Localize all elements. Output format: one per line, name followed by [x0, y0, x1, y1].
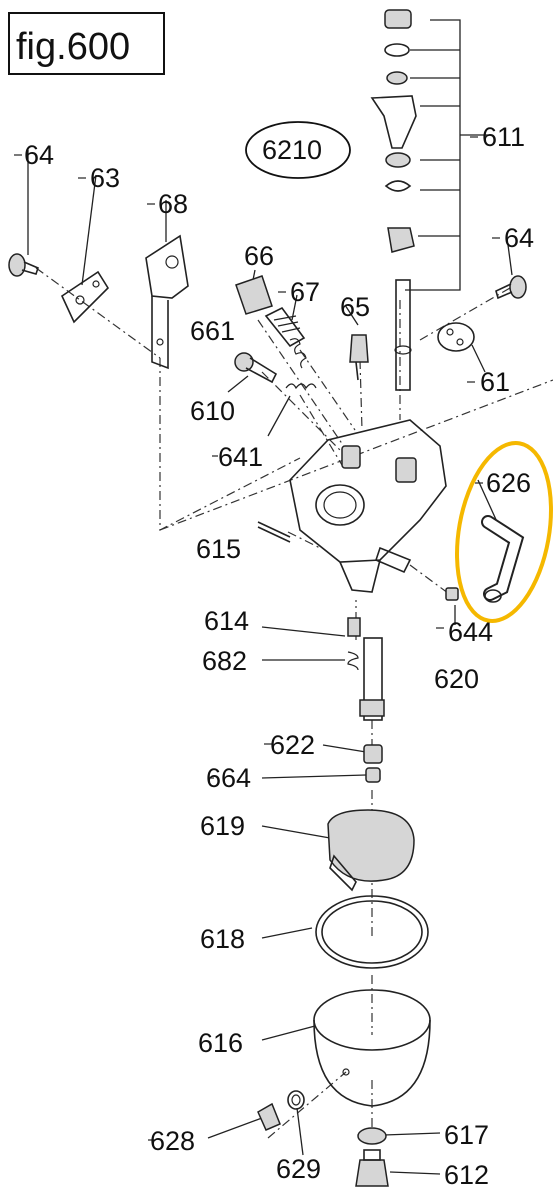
label-628: 628	[150, 1126, 195, 1156]
label-615: 615	[196, 534, 241, 564]
part-618-gasket	[315, 895, 429, 969]
part-641-spring	[285, 383, 317, 390]
part-629-washer	[287, 1090, 305, 1110]
part-661-cap	[235, 275, 273, 315]
label-618: 618	[200, 924, 245, 954]
part-610-screw	[234, 352, 278, 384]
part-617-washer	[357, 1127, 387, 1145]
part-615-pin	[257, 521, 291, 543]
label-644: 644	[448, 617, 493, 647]
label-612: 612	[444, 1160, 489, 1190]
label-64-left: 64	[24, 140, 54, 170]
part-67-spring	[289, 338, 307, 369]
part-66-screw	[264, 306, 306, 348]
assembly-lines	[35, 267, 553, 1139]
part-labels: 64 63 68 66 67 661 65 611 64 61 610 641 …	[24, 122, 534, 1190]
label-63: 63	[90, 163, 120, 193]
part-68-lever	[145, 234, 189, 370]
label-65: 65	[340, 292, 370, 322]
leader-lines	[27, 19, 513, 1175]
label-629: 629	[276, 1154, 321, 1184]
label-61: 61	[480, 367, 510, 397]
part-664-seal	[365, 767, 381, 783]
label-616: 616	[198, 1028, 243, 1058]
part-682-spring	[347, 651, 359, 671]
label-64-right: 64	[504, 223, 534, 253]
label-664: 664	[206, 763, 251, 793]
label-661: 661	[190, 316, 235, 346]
part-64-screw-right	[495, 275, 527, 300]
label-dashes	[14, 136, 500, 1141]
part-626-fuel-hose	[481, 515, 525, 603]
label-682: 682	[202, 646, 247, 676]
part-614-jet	[347, 617, 361, 637]
model-number: 6210	[262, 135, 322, 165]
figure-title: fig.600	[16, 26, 130, 68]
part-64-screw-left	[8, 253, 39, 277]
label-619: 619	[200, 811, 245, 841]
label-67: 67	[290, 277, 320, 307]
part-611-choke-shaft-stack	[370, 9, 417, 391]
part-63-plate	[60, 270, 110, 324]
part-620-carburetor-body	[289, 419, 447, 593]
label-611: 611	[482, 122, 525, 152]
label-622: 622	[270, 730, 315, 760]
highlight-ellipse	[455, 441, 553, 623]
part-65-needle	[349, 334, 369, 381]
label-641: 641	[218, 442, 263, 472]
part-644-fitting	[445, 587, 459, 601]
label-614: 614	[204, 606, 249, 636]
model-number-oval: 6210	[245, 121, 351, 179]
part-616-float-bowl	[313, 989, 431, 1107]
part-61-throttle-plate	[437, 322, 475, 352]
part-612-bowl-bolt	[355, 1149, 389, 1187]
label-68: 68	[158, 189, 188, 219]
label-610: 610	[190, 396, 235, 426]
label-620: 620	[434, 664, 479, 694]
part-622-jet	[363, 744, 383, 764]
part-628-drain-screw	[257, 1102, 281, 1131]
label-617: 617	[444, 1120, 489, 1150]
label-66: 66	[244, 241, 274, 271]
part-619-float	[327, 809, 415, 892]
part-main-nozzle	[359, 637, 385, 721]
label-626: 626	[486, 468, 531, 498]
figure-title-box: fig.600	[8, 12, 165, 75]
